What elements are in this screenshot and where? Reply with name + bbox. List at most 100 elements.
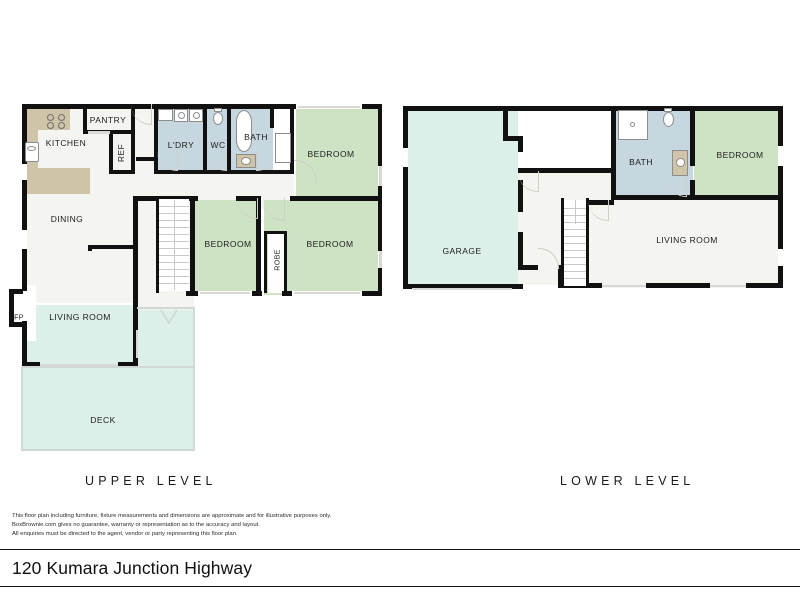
disclaimer-block: This floor plan including furniture, fix… bbox=[12, 512, 532, 540]
room-label-garage: GARAGE bbox=[442, 246, 482, 256]
wall bbox=[603, 106, 783, 111]
wall bbox=[284, 231, 287, 293]
wall bbox=[264, 231, 267, 293]
room-pantry-fill bbox=[86, 108, 134, 131]
wall bbox=[518, 180, 523, 212]
laundry-tub-icon bbox=[158, 109, 173, 121]
wall bbox=[264, 231, 286, 234]
wall bbox=[518, 136, 523, 152]
room-label-lower-bedroom: BEDROOM bbox=[716, 150, 764, 160]
void-area-fill bbox=[518, 110, 614, 172]
window-sill bbox=[40, 364, 118, 366]
wall bbox=[518, 265, 538, 270]
wall bbox=[403, 106, 408, 150]
address-bar: 120 Kumara Junction Highway bbox=[0, 549, 800, 587]
room-label-living-room: LIVING ROOM bbox=[49, 312, 111, 322]
toilet-icon bbox=[213, 112, 223, 125]
room-label-robe: ROBE bbox=[272, 249, 282, 271]
disclaimer-line-3: All enquiries must be directed to the ag… bbox=[12, 531, 238, 538]
wall bbox=[109, 132, 113, 174]
lower-bath-basin-icon bbox=[676, 158, 685, 167]
cooktop-burner-icon bbox=[47, 114, 54, 121]
wall bbox=[290, 196, 382, 201]
upper-level-plan: KITCHEN PANTRY REF DINING L'DRY WC BATH … bbox=[0, 0, 400, 470]
wall bbox=[156, 197, 159, 293]
wall bbox=[378, 201, 382, 251]
window-sill bbox=[710, 285, 746, 287]
wall bbox=[133, 305, 138, 367]
room-lower-living-fill bbox=[586, 200, 782, 288]
wall bbox=[22, 180, 27, 230]
window-sill bbox=[200, 292, 250, 294]
room-label-deck: DECK bbox=[90, 415, 116, 425]
bathtub-icon bbox=[236, 110, 252, 152]
room-label-bath: BATH bbox=[244, 132, 268, 142]
lower-vanity-icon bbox=[618, 110, 648, 140]
wall bbox=[561, 198, 564, 286]
deck-edge bbox=[193, 307, 195, 450]
bath-basin-icon bbox=[241, 157, 251, 165]
lower-toilet-icon bbox=[663, 112, 674, 127]
wall bbox=[231, 170, 293, 174]
wall bbox=[778, 265, 783, 288]
wall bbox=[88, 245, 92, 251]
room-label-lower-living-room: LIVING ROOM bbox=[656, 235, 718, 245]
lower-level-plan: GARAGE BATH BEDROOM LIVING ROOM bbox=[390, 0, 800, 470]
wall bbox=[586, 283, 602, 288]
deck-edge bbox=[21, 366, 195, 368]
wall bbox=[778, 166, 783, 200]
washer-drum-icon bbox=[178, 112, 185, 119]
wall bbox=[22, 321, 27, 345]
room-label-bedroom-se: BEDROOM bbox=[306, 239, 354, 249]
wall bbox=[778, 106, 783, 146]
wall bbox=[378, 268, 382, 296]
window bbox=[22, 230, 27, 249]
cistern-icon bbox=[214, 108, 222, 112]
wall bbox=[611, 106, 616, 200]
wall bbox=[586, 198, 589, 286]
wall bbox=[694, 195, 783, 200]
wall bbox=[131, 132, 135, 174]
deck-edge bbox=[193, 338, 195, 340]
window bbox=[379, 251, 382, 268]
room-label-bedroom-mid: BEDROOM bbox=[204, 239, 252, 249]
wall bbox=[503, 136, 523, 141]
wall bbox=[88, 245, 138, 249]
wall bbox=[131, 104, 135, 134]
room-label-lower-bath: BATH bbox=[629, 157, 653, 167]
ref-nook-fill bbox=[113, 134, 133, 172]
wall bbox=[518, 168, 614, 173]
wall bbox=[403, 284, 523, 289]
wall bbox=[136, 157, 154, 161]
wall bbox=[22, 104, 27, 164]
property-address: 120 Kumara Junction Highway bbox=[12, 557, 253, 578]
wall bbox=[690, 180, 695, 200]
wall bbox=[136, 196, 198, 201]
room-robe-fill bbox=[268, 233, 286, 293]
wall bbox=[9, 289, 14, 327]
wall bbox=[778, 200, 783, 250]
wall bbox=[133, 196, 138, 308]
wall bbox=[746, 283, 783, 288]
lower-cistern-icon bbox=[664, 108, 672, 112]
room-bedroom-ne-fill bbox=[296, 108, 378, 200]
room-label-laundry: L'DRY bbox=[167, 140, 195, 150]
window-sill bbox=[602, 285, 646, 287]
cooktop-burner-icon bbox=[58, 114, 65, 121]
room-deck-fill-upper bbox=[137, 306, 194, 406]
room-garage-fill bbox=[405, 110, 522, 288]
window bbox=[778, 249, 783, 266]
wall bbox=[109, 170, 135, 174]
wall bbox=[207, 170, 231, 174]
upper-level-caption: UPPER LEVEL bbox=[85, 474, 217, 488]
wall bbox=[203, 104, 207, 174]
window-sill bbox=[294, 292, 360, 294]
wall bbox=[270, 104, 274, 128]
wall bbox=[378, 186, 382, 202]
window bbox=[22, 164, 27, 180]
wall bbox=[154, 170, 206, 174]
wall bbox=[22, 362, 40, 367]
dryer-drum-icon bbox=[193, 112, 200, 119]
wall bbox=[646, 283, 710, 288]
